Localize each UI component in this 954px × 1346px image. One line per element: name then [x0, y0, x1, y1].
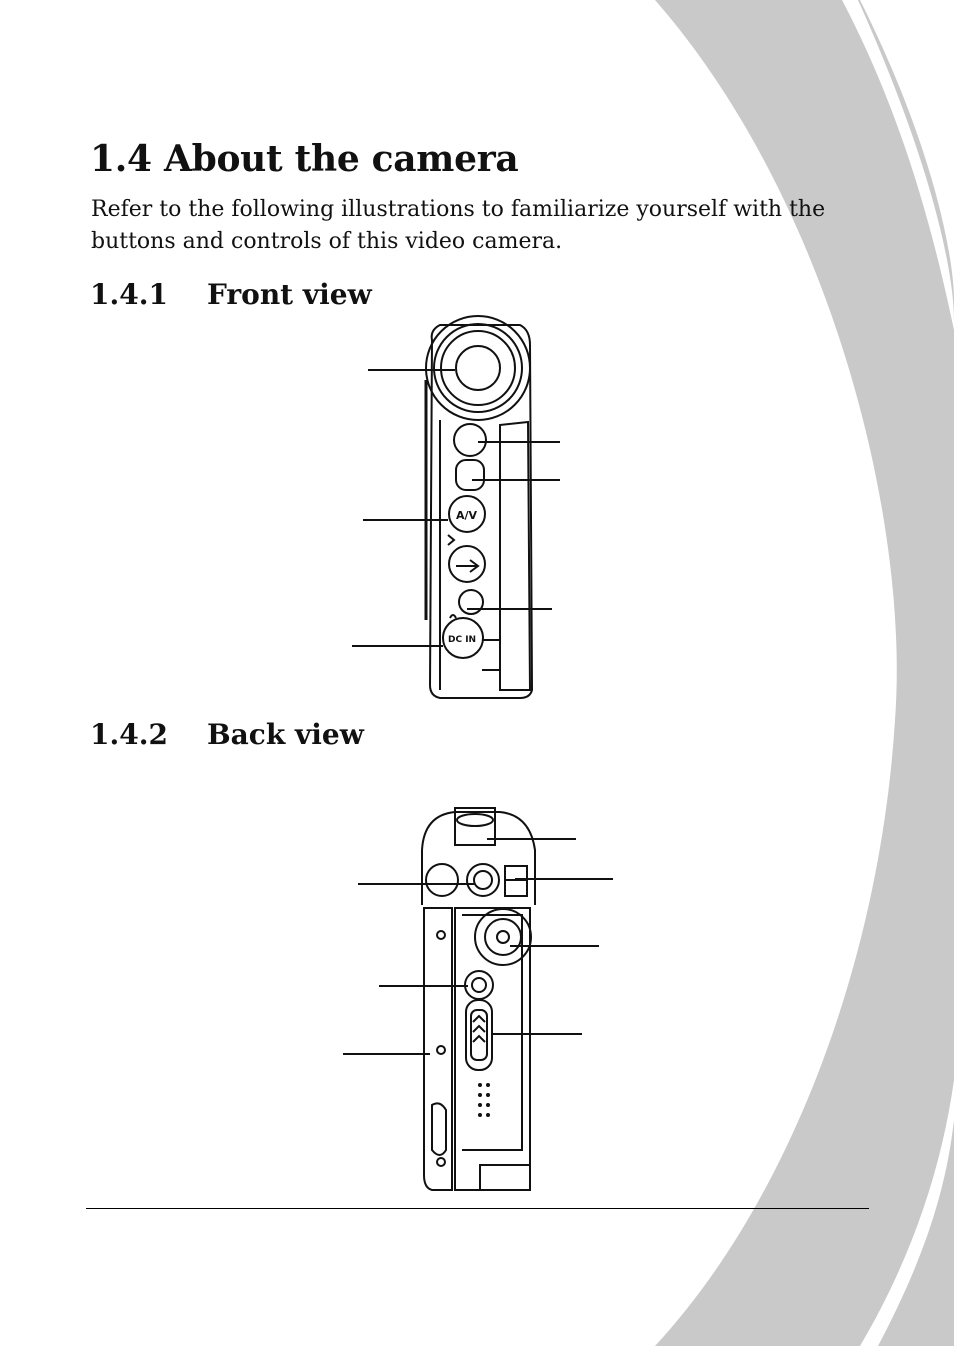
intro-paragraph: Refer to the following illustrations to … [91, 197, 826, 254]
section-title: 1.4 About the camera [90, 138, 519, 180]
svg-text:A/V: A/V [456, 509, 478, 522]
subsection-title: Front view [207, 278, 372, 311]
subsection-title: Back view [207, 718, 364, 751]
subsection-heading-back: 1.4.2 Back view [90, 718, 364, 751]
svg-text:DC IN: DC IN [448, 635, 476, 645]
subsection-heading-front: 1.4.1 Front view [90, 278, 372, 311]
footer-divider [86, 1208, 869, 1209]
subsection-number: 1.4.1 [90, 278, 168, 311]
subsection-number: 1.4.2 [90, 718, 168, 751]
